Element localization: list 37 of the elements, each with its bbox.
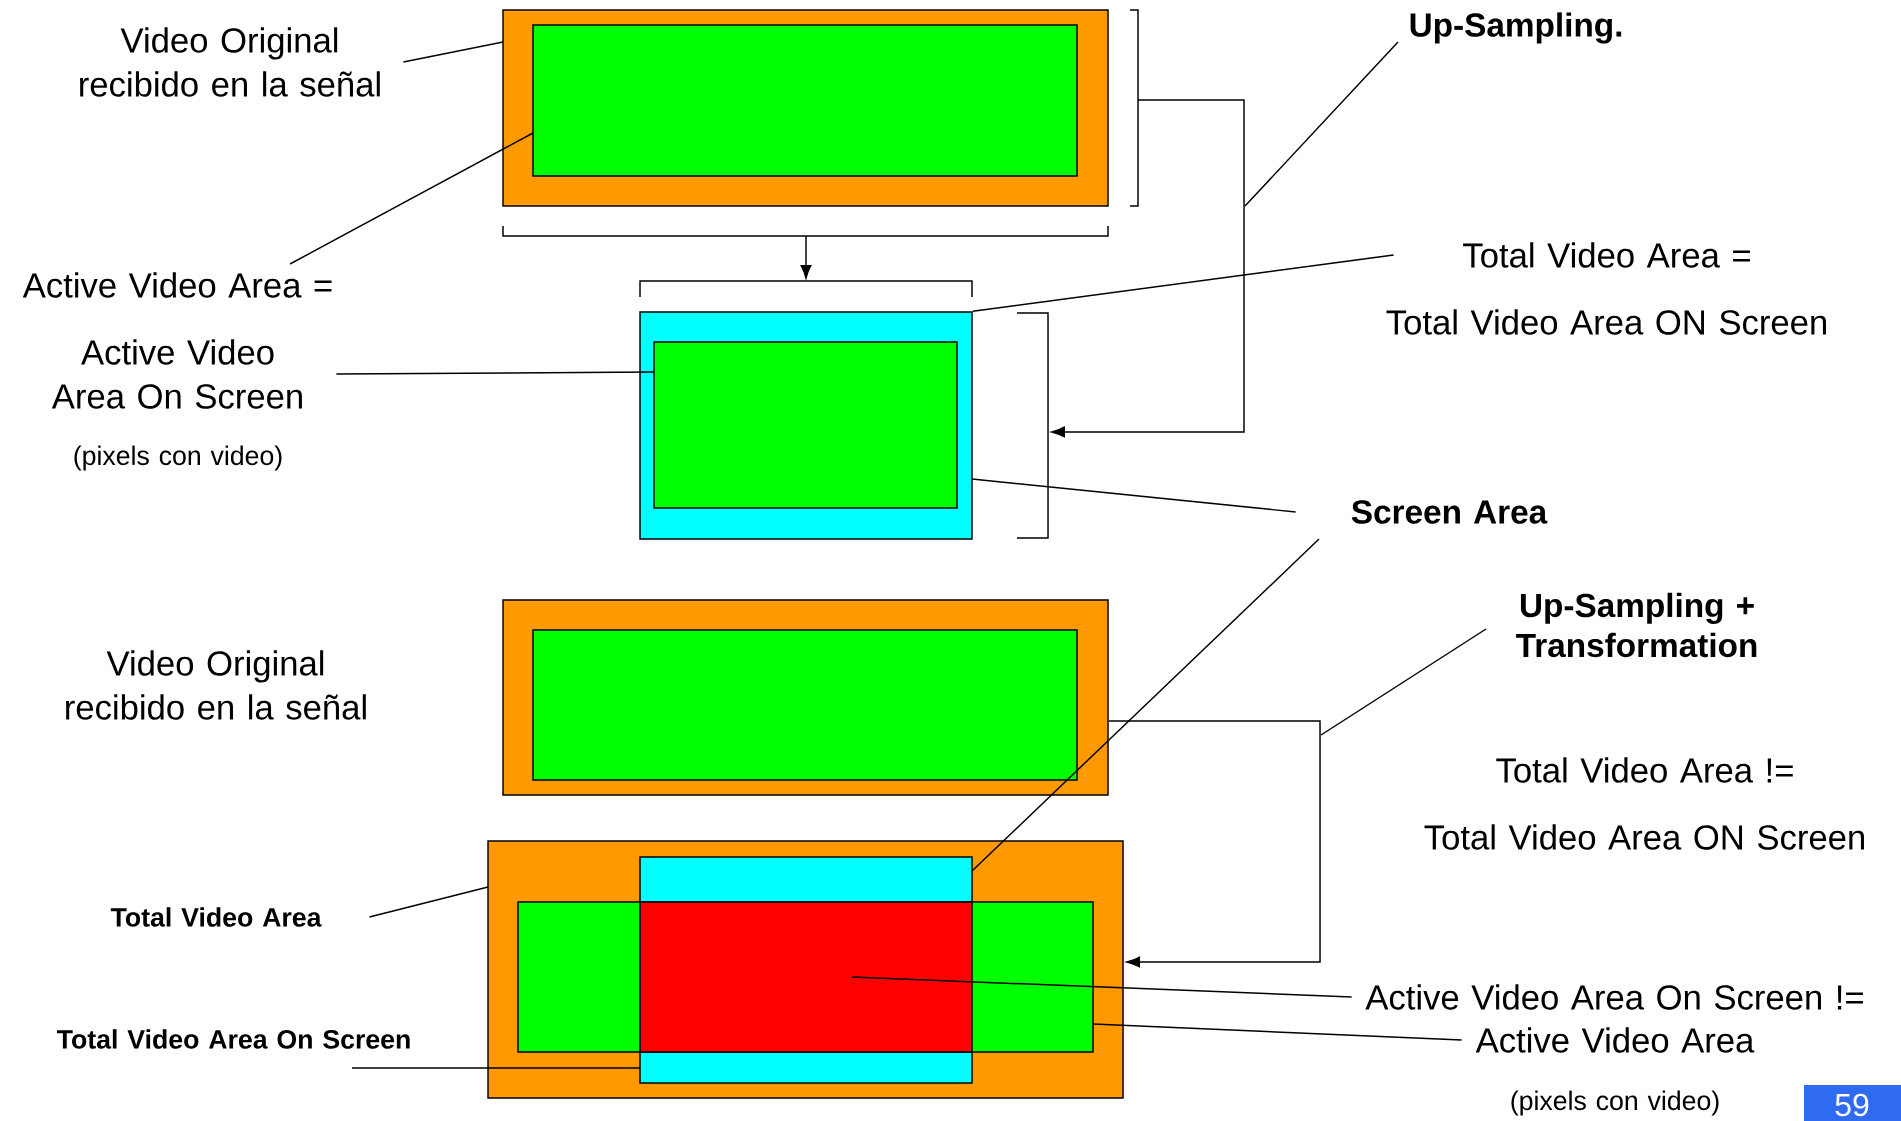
leader-line (1244, 41, 1399, 207)
leader-line (972, 254, 1395, 312)
page-number: 59 (1804, 1085, 1901, 1121)
callout-text: Active Video Area (1475, 1027, 1755, 1053)
callout-text: Video Original recibido en la señal (80, 27, 380, 97)
callout-text: Up-Sampling + Transformation (1516, 592, 1757, 658)
leader-line (351, 1067, 641, 1069)
note-text: Total Video Area ON Screen (1424, 824, 1864, 850)
leader-line (851, 976, 1353, 998)
note-text: Total Video Area ON Screen (1386, 309, 1826, 335)
note-text: Total Video Area != (1496, 757, 1793, 783)
callout-text: Screen Area (1351, 500, 1548, 524)
callout-text: Active Video Area On Screen (51, 339, 302, 409)
leader-line (289, 132, 534, 265)
inner-rectangle (532, 629, 1078, 781)
inner-rectangle (532, 24, 1078, 177)
callout-text: Active Video Area On Screen != (1365, 984, 1863, 1010)
note-text: Video Original recibido en la señal (66, 650, 366, 720)
callout-text: Total Video Area On Screen (56, 1029, 410, 1049)
callout-text: Total Video Area = (1463, 242, 1750, 268)
leader-line (402, 41, 504, 63)
leader-line (1320, 628, 1487, 736)
note-text: (pixels con video) (74, 445, 282, 471)
leader-line (1092, 1023, 1463, 1041)
leader-line (971, 478, 1297, 513)
callout-text: Active Video Area = (22, 272, 332, 298)
leader-line (971, 538, 1320, 872)
overlap-rectangle (639, 901, 973, 1053)
inner-rectangle (653, 341, 958, 509)
leader-line (335, 371, 655, 375)
arrow (800, 235, 812, 279)
callout-text: Total Video Area (110, 907, 322, 927)
arrow (1051, 99, 1245, 438)
arrow (1108, 720, 1321, 968)
callout-text: Up-Sampling. (1410, 12, 1622, 44)
leader-line (368, 886, 489, 918)
note-text: (pixels con video) (1511, 1090, 1719, 1116)
